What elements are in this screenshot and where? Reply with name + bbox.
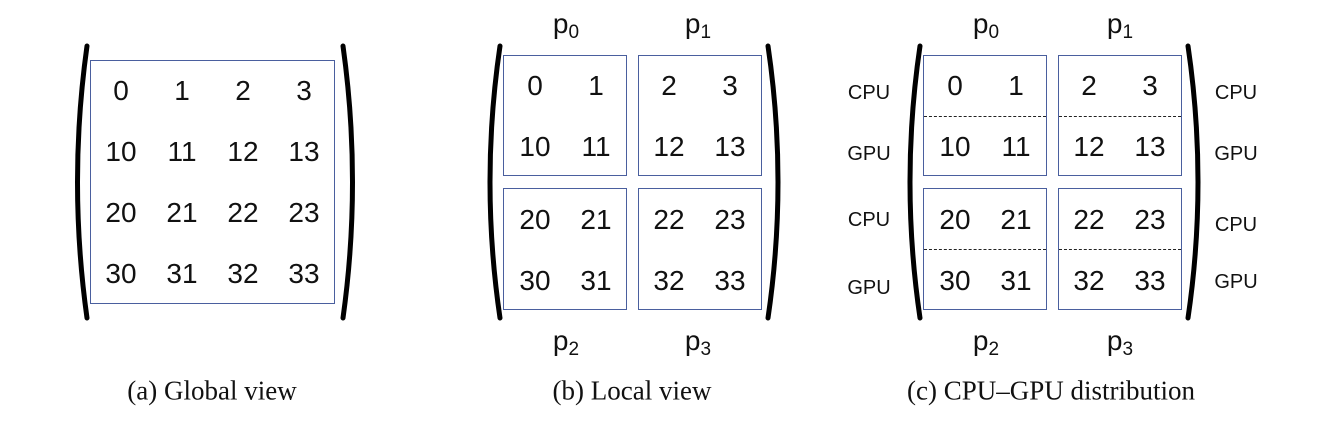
matrix-cell: 23 bbox=[1134, 204, 1166, 235]
matrix-cell: 30 bbox=[105, 258, 137, 289]
matrix-cell: 11 bbox=[167, 136, 197, 167]
process-label-p3: p3 bbox=[684, 325, 712, 360]
cpugpu-left-bracket bbox=[907, 43, 923, 321]
caption-global-view: (a) Global view bbox=[127, 375, 297, 406]
device-label-left: GPU bbox=[847, 277, 891, 299]
matrix-cell: 21 bbox=[166, 197, 198, 228]
local-left-bracket bbox=[487, 43, 503, 321]
matrix-cell: 3 bbox=[296, 75, 312, 106]
device-label-right: GPU bbox=[1214, 143, 1258, 165]
matrix-cell: 12 bbox=[653, 131, 685, 162]
matrix-cell: 33 bbox=[714, 265, 746, 296]
matrix-cell: 11 bbox=[581, 131, 611, 162]
matrix-cell: 20 bbox=[105, 197, 137, 228]
matrix-cell: 31 bbox=[166, 258, 198, 289]
matrix-cell: 2 bbox=[235, 75, 251, 106]
matrix-cell: 30 bbox=[519, 265, 551, 296]
matrix-cell: 23 bbox=[288, 197, 320, 228]
matrix-cell: 33 bbox=[1134, 265, 1166, 296]
process-label-p2: p2 bbox=[552, 325, 580, 360]
matrix-cell: 20 bbox=[519, 204, 551, 235]
matrix-cell: 3 bbox=[722, 70, 738, 101]
process-block-p2 bbox=[503, 188, 627, 310]
cpugpu-right-bracket bbox=[1185, 43, 1201, 321]
matrix-cell: 32 bbox=[653, 265, 685, 296]
device-label-left: CPU bbox=[847, 82, 891, 104]
matrix-cell: 13 bbox=[714, 131, 746, 162]
process-label-p1: p1 bbox=[1106, 8, 1134, 43]
caption-local-view: (b) Local view bbox=[552, 375, 712, 406]
matrix-cell: 10 bbox=[519, 131, 551, 162]
matrix-cell: 13 bbox=[288, 136, 320, 167]
matrix-cell: 3 bbox=[1142, 70, 1158, 101]
matrix-cell: 0 bbox=[113, 75, 129, 106]
cpu-gpu-divider bbox=[924, 116, 1046, 117]
device-label-right: GPU bbox=[1214, 271, 1258, 293]
matrix-cell: 22 bbox=[227, 197, 259, 228]
matrix-cell: 21 bbox=[1000, 204, 1032, 235]
process-label-p3: p3 bbox=[1106, 325, 1134, 360]
matrix-cell: 2 bbox=[661, 70, 677, 101]
process-block-p3 bbox=[638, 188, 762, 310]
process-block-p0 bbox=[503, 55, 627, 176]
device-label-left: GPU bbox=[847, 143, 891, 165]
process-label-p0: p0 bbox=[972, 8, 1000, 43]
matrix-cell: 31 bbox=[580, 265, 612, 296]
matrix-cell: 1 bbox=[1008, 70, 1024, 101]
global-matrix-box bbox=[90, 60, 335, 304]
matrix-cell: 13 bbox=[1134, 131, 1166, 162]
process-label-p2: p2 bbox=[972, 325, 1000, 360]
matrix-cell: 21 bbox=[580, 204, 612, 235]
matrix-cell: 10 bbox=[105, 136, 137, 167]
device-label-left: CPU bbox=[847, 209, 891, 231]
matrix-cell: 0 bbox=[527, 70, 543, 101]
matrix-cell: 23 bbox=[714, 204, 746, 235]
matrix-cell: 2 bbox=[1081, 70, 1097, 101]
matrix-cell: 32 bbox=[227, 258, 259, 289]
process-block-p0 bbox=[923, 55, 1047, 176]
global-right-bracket bbox=[340, 43, 355, 321]
matrix-cell: 11 bbox=[1001, 131, 1031, 162]
global-left-bracket bbox=[75, 43, 90, 321]
process-block-p1 bbox=[1058, 55, 1182, 176]
local-right-bracket bbox=[765, 43, 781, 321]
process-block-p3 bbox=[1058, 188, 1182, 310]
matrix-cell: 12 bbox=[1073, 131, 1105, 162]
process-block-p2 bbox=[923, 188, 1047, 310]
matrix-cell: 1 bbox=[174, 75, 190, 106]
cpu-gpu-divider bbox=[1059, 116, 1181, 117]
matrix-cell: 33 bbox=[288, 258, 320, 289]
process-label-p1: p1 bbox=[684, 8, 712, 43]
caption-cpu-gpu-distribution: (c) CPU–GPU distribution bbox=[906, 375, 1196, 406]
cpu-gpu-divider bbox=[924, 249, 1046, 250]
matrix-cell: 10 bbox=[939, 131, 971, 162]
matrix-cell: 30 bbox=[939, 265, 971, 296]
cpu-gpu-divider bbox=[1059, 249, 1181, 250]
device-label-right: CPU bbox=[1214, 214, 1258, 236]
device-label-right: CPU bbox=[1214, 82, 1258, 104]
matrix-cell: 22 bbox=[1073, 204, 1105, 235]
matrix-cell: 12 bbox=[227, 136, 259, 167]
process-label-p0: p0 bbox=[552, 8, 580, 43]
matrix-cell: 31 bbox=[1000, 265, 1032, 296]
process-block-p1 bbox=[638, 55, 762, 176]
matrix-cell: 22 bbox=[653, 204, 685, 235]
matrix-cell: 20 bbox=[939, 204, 971, 235]
matrix-cell: 1 bbox=[588, 70, 604, 101]
matrix-cell: 32 bbox=[1073, 265, 1105, 296]
matrix-cell: 0 bbox=[947, 70, 963, 101]
